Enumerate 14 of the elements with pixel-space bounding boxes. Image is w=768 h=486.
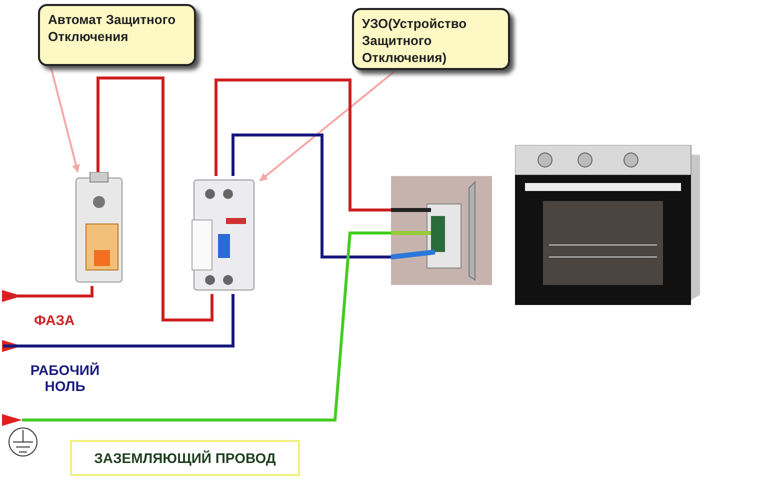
wire-label: ФАЗА bbox=[34, 312, 75, 328]
leader-line bbox=[50, 66, 80, 173]
wire bbox=[214, 78, 391, 212]
wire bbox=[22, 232, 391, 422]
wire bbox=[3, 294, 234, 348]
leader-line bbox=[259, 69, 397, 182]
callout-box: Автомат Защитного Отключения bbox=[38, 4, 196, 66]
label-box: ЗАЗЕМЛЯЮЩИЙ ПРОВОД bbox=[70, 440, 300, 476]
wire bbox=[3, 286, 94, 298]
wire bbox=[96, 76, 214, 322]
terminal-box-drawing bbox=[391, 176, 492, 285]
callout-box: УЗО(Устройство Защитного Отключения) bbox=[352, 8, 510, 70]
wire-label: РАБОЧИЙ НОЛЬ bbox=[29, 362, 101, 394]
wire bbox=[232, 134, 391, 258]
